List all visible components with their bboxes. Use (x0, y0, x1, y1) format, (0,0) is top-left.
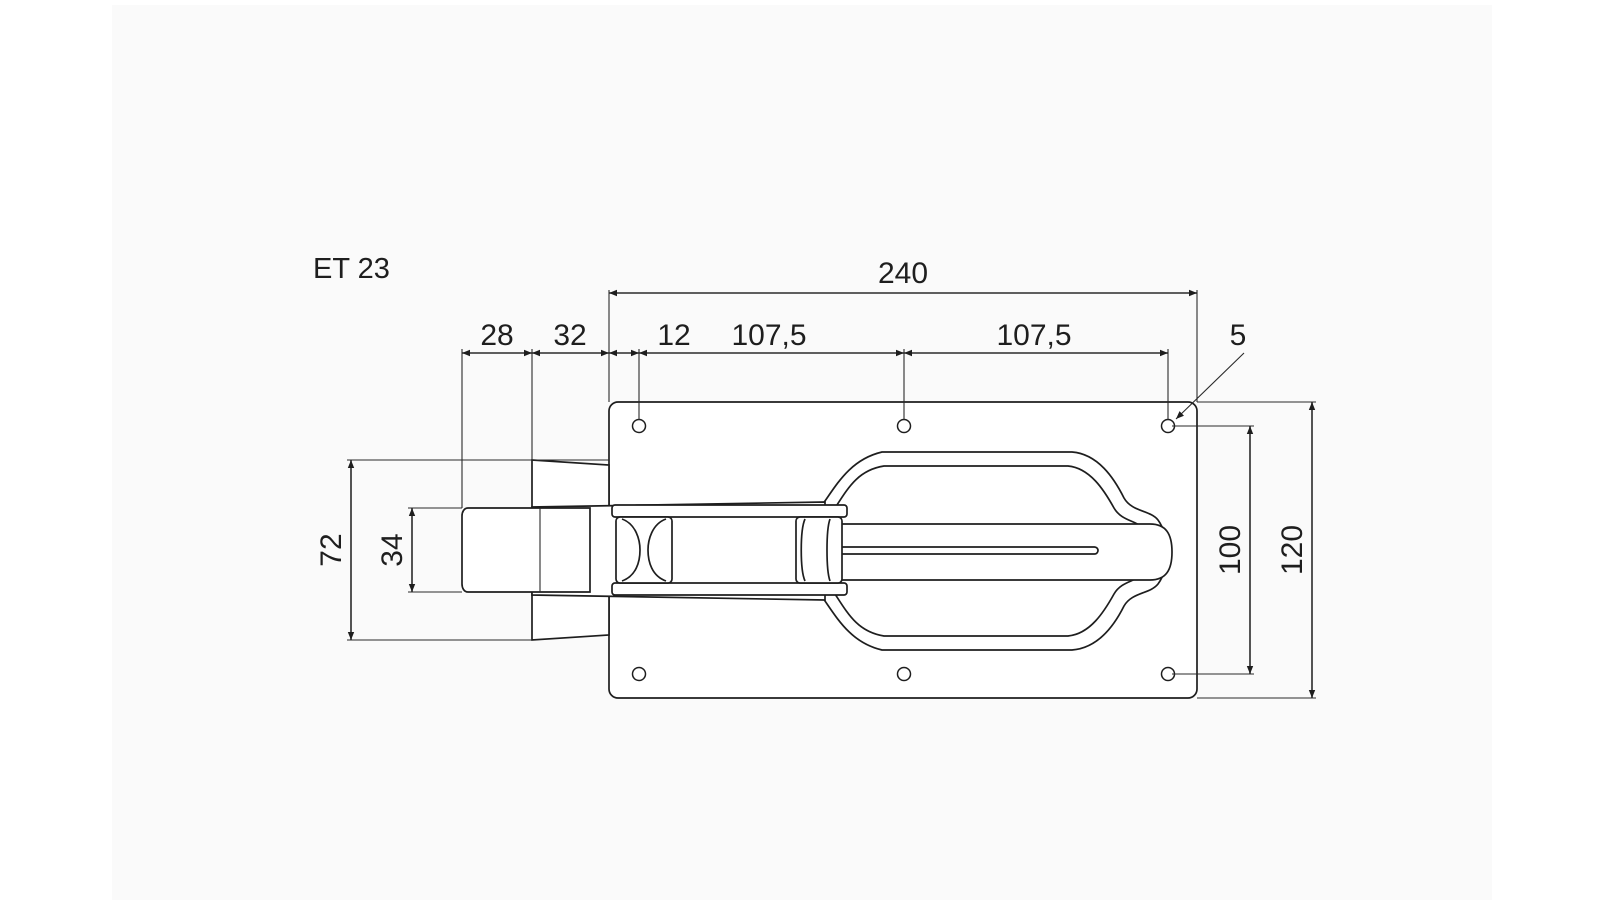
dim-label-28: 28 (480, 319, 513, 352)
dim-label-100: 100 (1214, 525, 1247, 575)
dim-label-72: 72 (315, 533, 348, 566)
roller-right-frame (795, 516, 843, 584)
mounting-hole-top-middle (896, 418, 912, 434)
dim-label-5: 5 (1230, 319, 1247, 352)
dim-label-107-5-left: 107,5 (731, 319, 806, 352)
drawing-title: ET 23 (313, 253, 390, 285)
roller-left-frame (615, 516, 673, 584)
dim-label-107-5-right: 107,5 (996, 319, 1071, 352)
latch-assembly (461, 401, 1198, 699)
mounting-hole-top-left (631, 418, 647, 434)
roller-left-profile (621, 518, 667, 582)
dim-label-32: 32 (553, 319, 586, 352)
latch-hook (461, 507, 591, 593)
mounting-hole-bottom-left (631, 666, 647, 682)
lever-arm (817, 523, 1173, 581)
dim-label-240: 240 (878, 257, 928, 290)
dimension-lines (347, 289, 1316, 699)
hinge-rail-top (611, 504, 848, 518)
hinge-rail-bottom (611, 582, 848, 596)
dim-label-12: 12 (657, 319, 690, 352)
mounting-hole-bottom-middle (896, 666, 912, 682)
leader-hole-diameter (1175, 352, 1245, 420)
dim-label-120: 120 (1276, 525, 1309, 575)
roller-right-profile (800, 518, 831, 582)
dim-label-34: 34 (376, 533, 409, 566)
dimension-labels: 240 28 32 12 107,5 107,5 5 100 120 72 34 (315, 257, 1309, 575)
